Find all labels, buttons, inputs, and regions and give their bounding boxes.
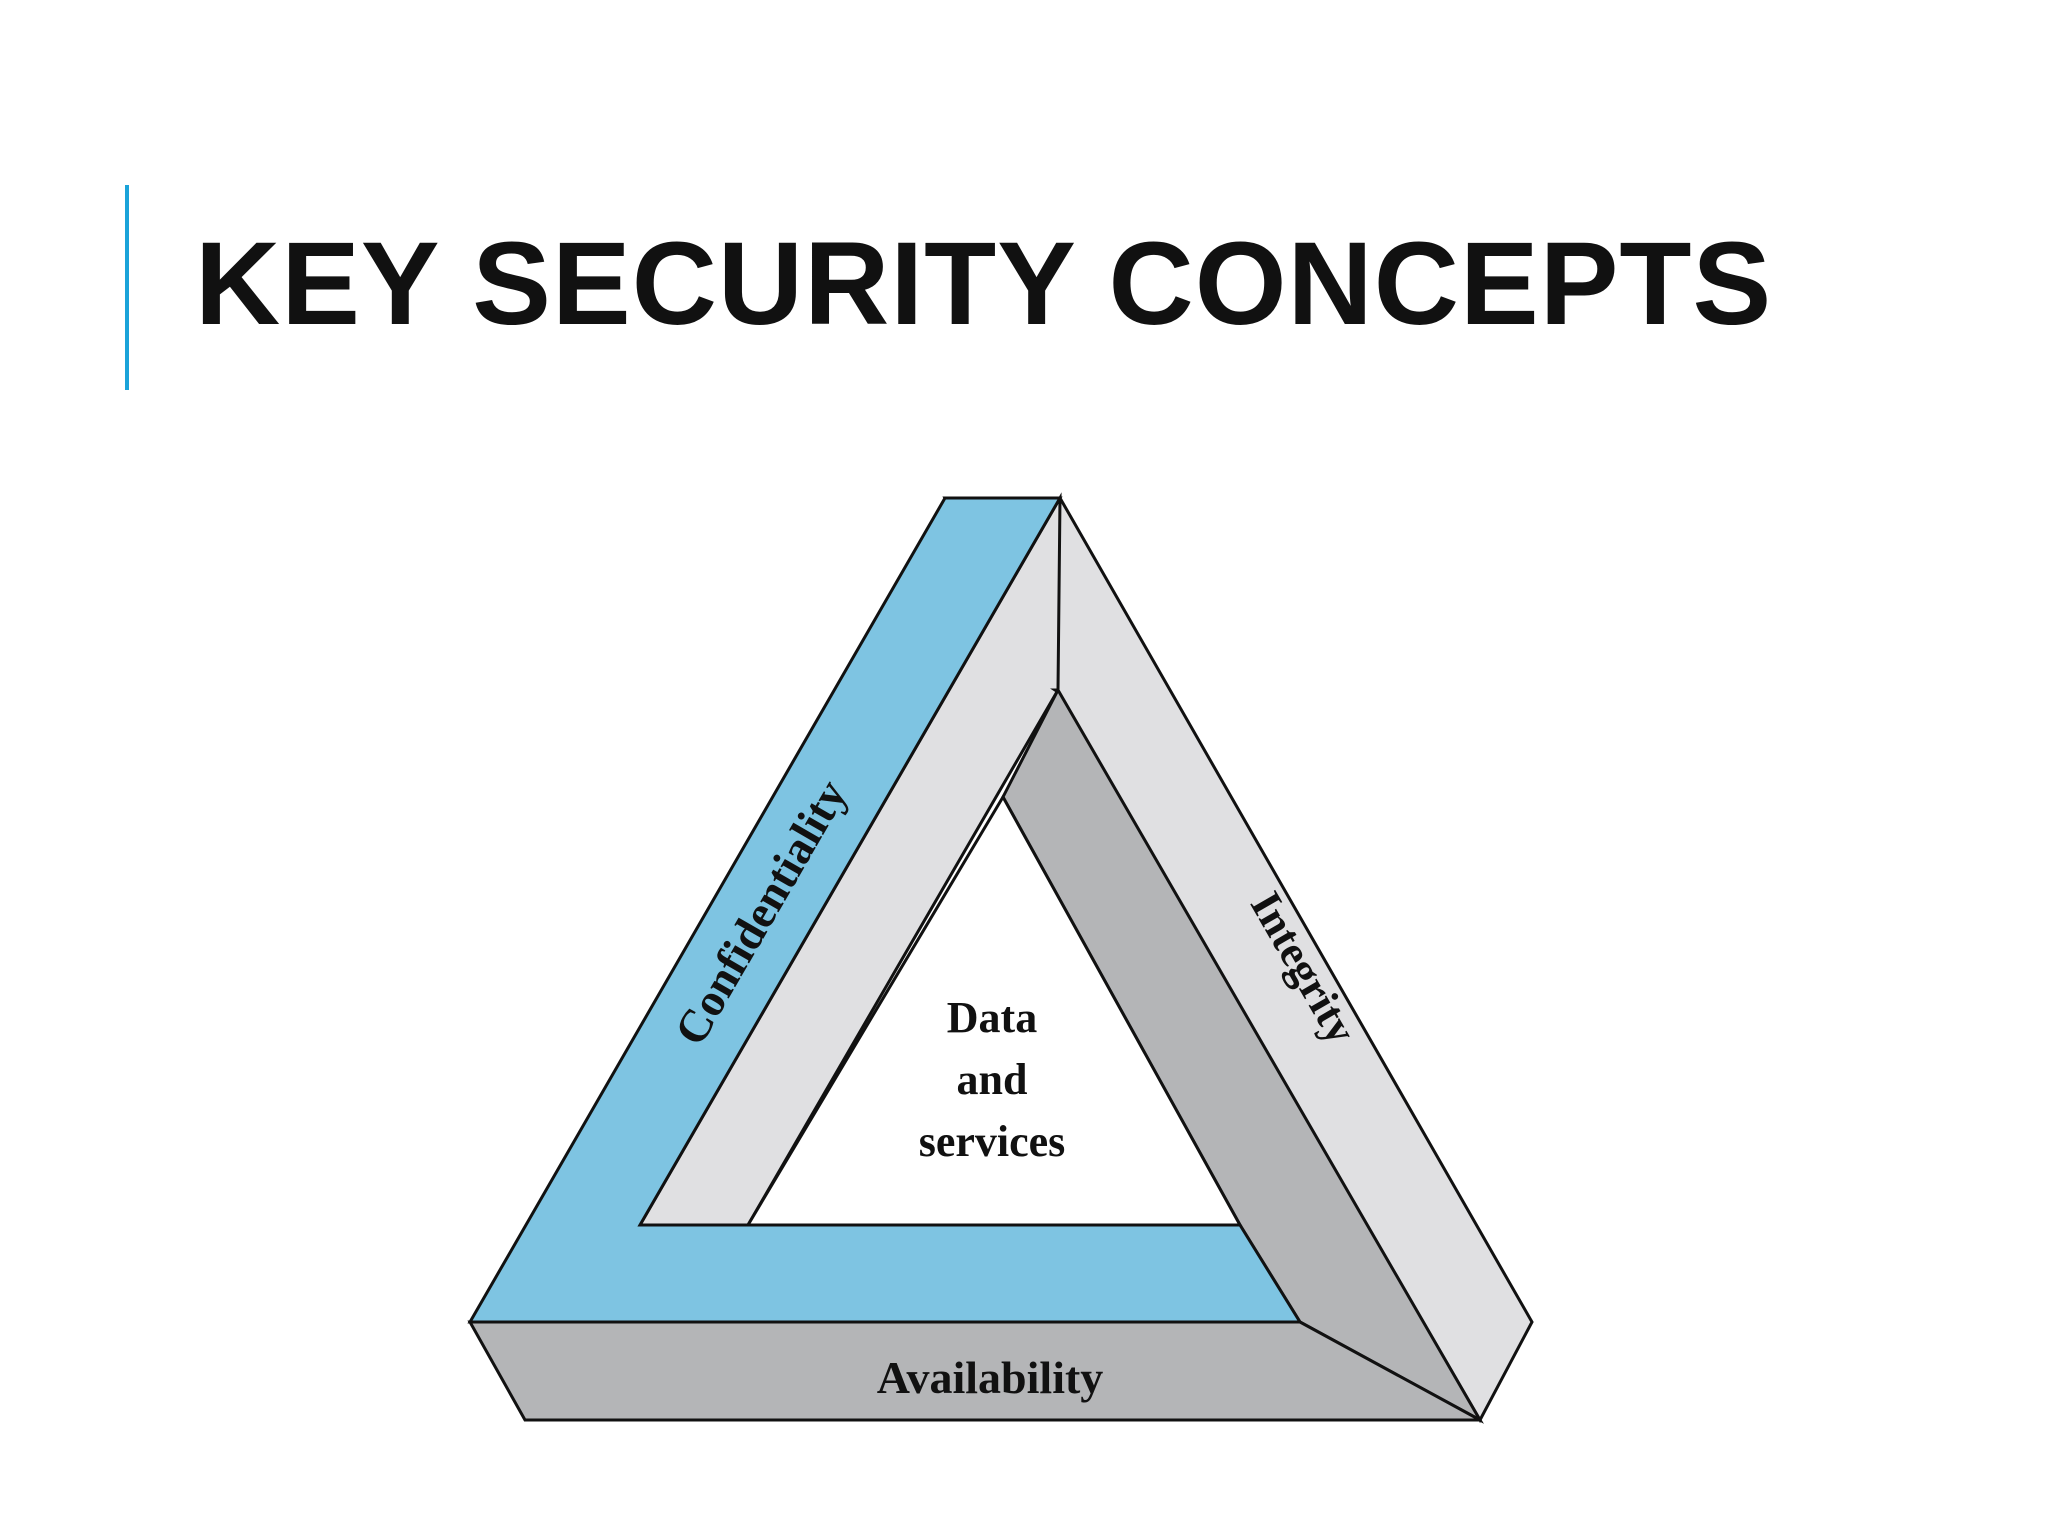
title-accent-bar <box>125 185 129 390</box>
availability-label: Availability <box>877 1352 1104 1403</box>
center-label-line-2: and <box>957 1055 1028 1104</box>
slide-title: KEY SECURITY CONCEPTS <box>195 218 1773 350</box>
center-triangle <box>745 793 1243 1227</box>
center-label-line-3: services <box>919 1117 1066 1166</box>
center-label-line-1: Data <box>947 993 1037 1042</box>
